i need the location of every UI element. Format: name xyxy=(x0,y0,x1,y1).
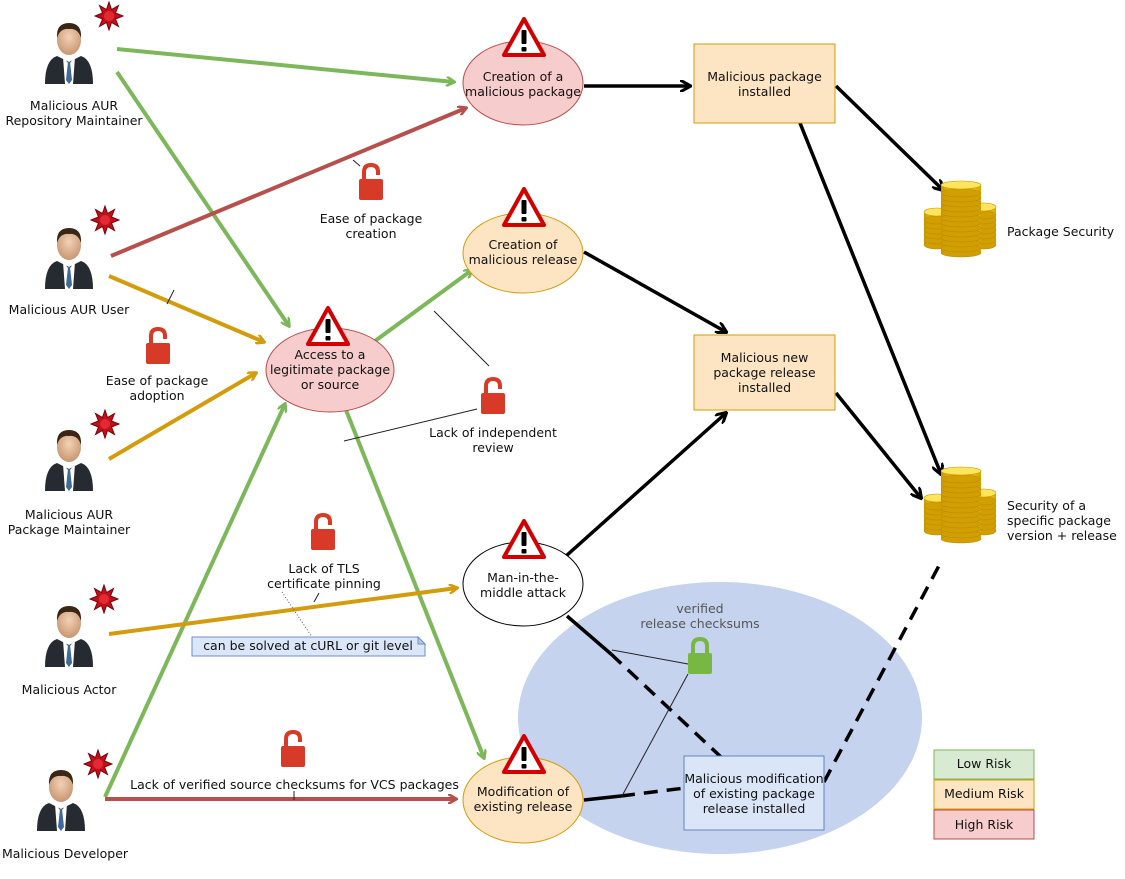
actor-aur-repo-maintainer: Malicious AUR Repository Maintainer xyxy=(5,98,143,128)
legend-medium: Medium Risk xyxy=(944,786,1024,801)
person-icon xyxy=(37,770,85,831)
label-access-legit: Access to a legitimate package or source xyxy=(269,347,391,392)
lock-icon xyxy=(479,377,507,416)
lock-icon xyxy=(279,730,307,769)
vuln-tls-pinning: Lack of TLS certificate pinning xyxy=(267,561,381,591)
green-arrows xyxy=(103,47,484,798)
malware-icon xyxy=(94,1,124,31)
malware-icon xyxy=(90,409,120,439)
vuln-source-checksums: Lack of verified source checksums for VC… xyxy=(130,777,459,792)
connector-lines xyxy=(166,159,689,800)
person-icon xyxy=(45,23,93,84)
coins-icon xyxy=(923,180,997,258)
label-modification-installed: Malicious modification of existing packa… xyxy=(684,771,824,816)
legend-low: Low Risk xyxy=(956,756,1012,771)
orange-arrows xyxy=(107,274,457,636)
label-pkg-installed: Malicious package installed xyxy=(707,69,822,99)
vuln-package-adoption: Ease of package adoption xyxy=(105,373,209,403)
actor-aur-user: Malicious AUR User xyxy=(8,302,130,317)
asset-version-security: Security of a specific package version +… xyxy=(1007,498,1117,543)
coins-icon xyxy=(923,466,997,544)
dashed-mitigated-paths xyxy=(609,559,944,798)
vuln-package-creation: Ease of package creation xyxy=(319,211,423,241)
person-icon xyxy=(45,606,93,667)
outcome-modification-installed[interactable] xyxy=(683,755,825,831)
black-arrows xyxy=(564,86,943,802)
control-release-checksums: verified release checksums xyxy=(640,601,760,631)
label-mitm: Man-in-the- middle attack xyxy=(480,570,566,600)
legend-high: High Risk xyxy=(954,817,1014,832)
label-creation-package: Creation of a malicious package xyxy=(465,69,581,99)
actor-malicious-actor: Malicious Actor xyxy=(21,682,117,697)
lock-icon xyxy=(357,163,385,202)
person-icon xyxy=(45,430,93,491)
note-connector xyxy=(281,591,313,638)
lock-icon xyxy=(309,513,337,552)
warning-icon xyxy=(502,17,546,57)
legend-medium-box xyxy=(933,779,1035,810)
actor-aur-package-maintainer: Malicious AUR Package Maintainer xyxy=(7,507,131,537)
lock-icon xyxy=(144,327,172,366)
outcome-pkg-installed[interactable] xyxy=(693,43,836,124)
red-arrows xyxy=(105,108,466,799)
label-new-release-installed: Malicious new package release installed xyxy=(713,350,816,395)
malware-icon xyxy=(90,205,120,235)
vuln-independent-review: Lack of independent review xyxy=(429,425,557,455)
legend-high-box xyxy=(933,809,1035,840)
asset-package-security: Package Security xyxy=(1007,224,1115,239)
malware-icon xyxy=(83,749,113,779)
outcome-new-release-installed[interactable] xyxy=(693,334,836,411)
legend-low-box xyxy=(933,749,1035,780)
actor-developer: Malicious Developer xyxy=(1,846,129,861)
warning-icon xyxy=(306,306,350,346)
person-icon xyxy=(45,228,93,289)
label-modification-release: Modification of existing release xyxy=(473,784,573,814)
note-box xyxy=(191,635,427,657)
note-text: can be solved at cURL or git level xyxy=(203,638,413,653)
warning-icon xyxy=(502,187,546,227)
malware-icon xyxy=(89,584,119,614)
label-creation-release: Creation of malicious release xyxy=(468,237,578,267)
warning-icon xyxy=(502,519,546,559)
